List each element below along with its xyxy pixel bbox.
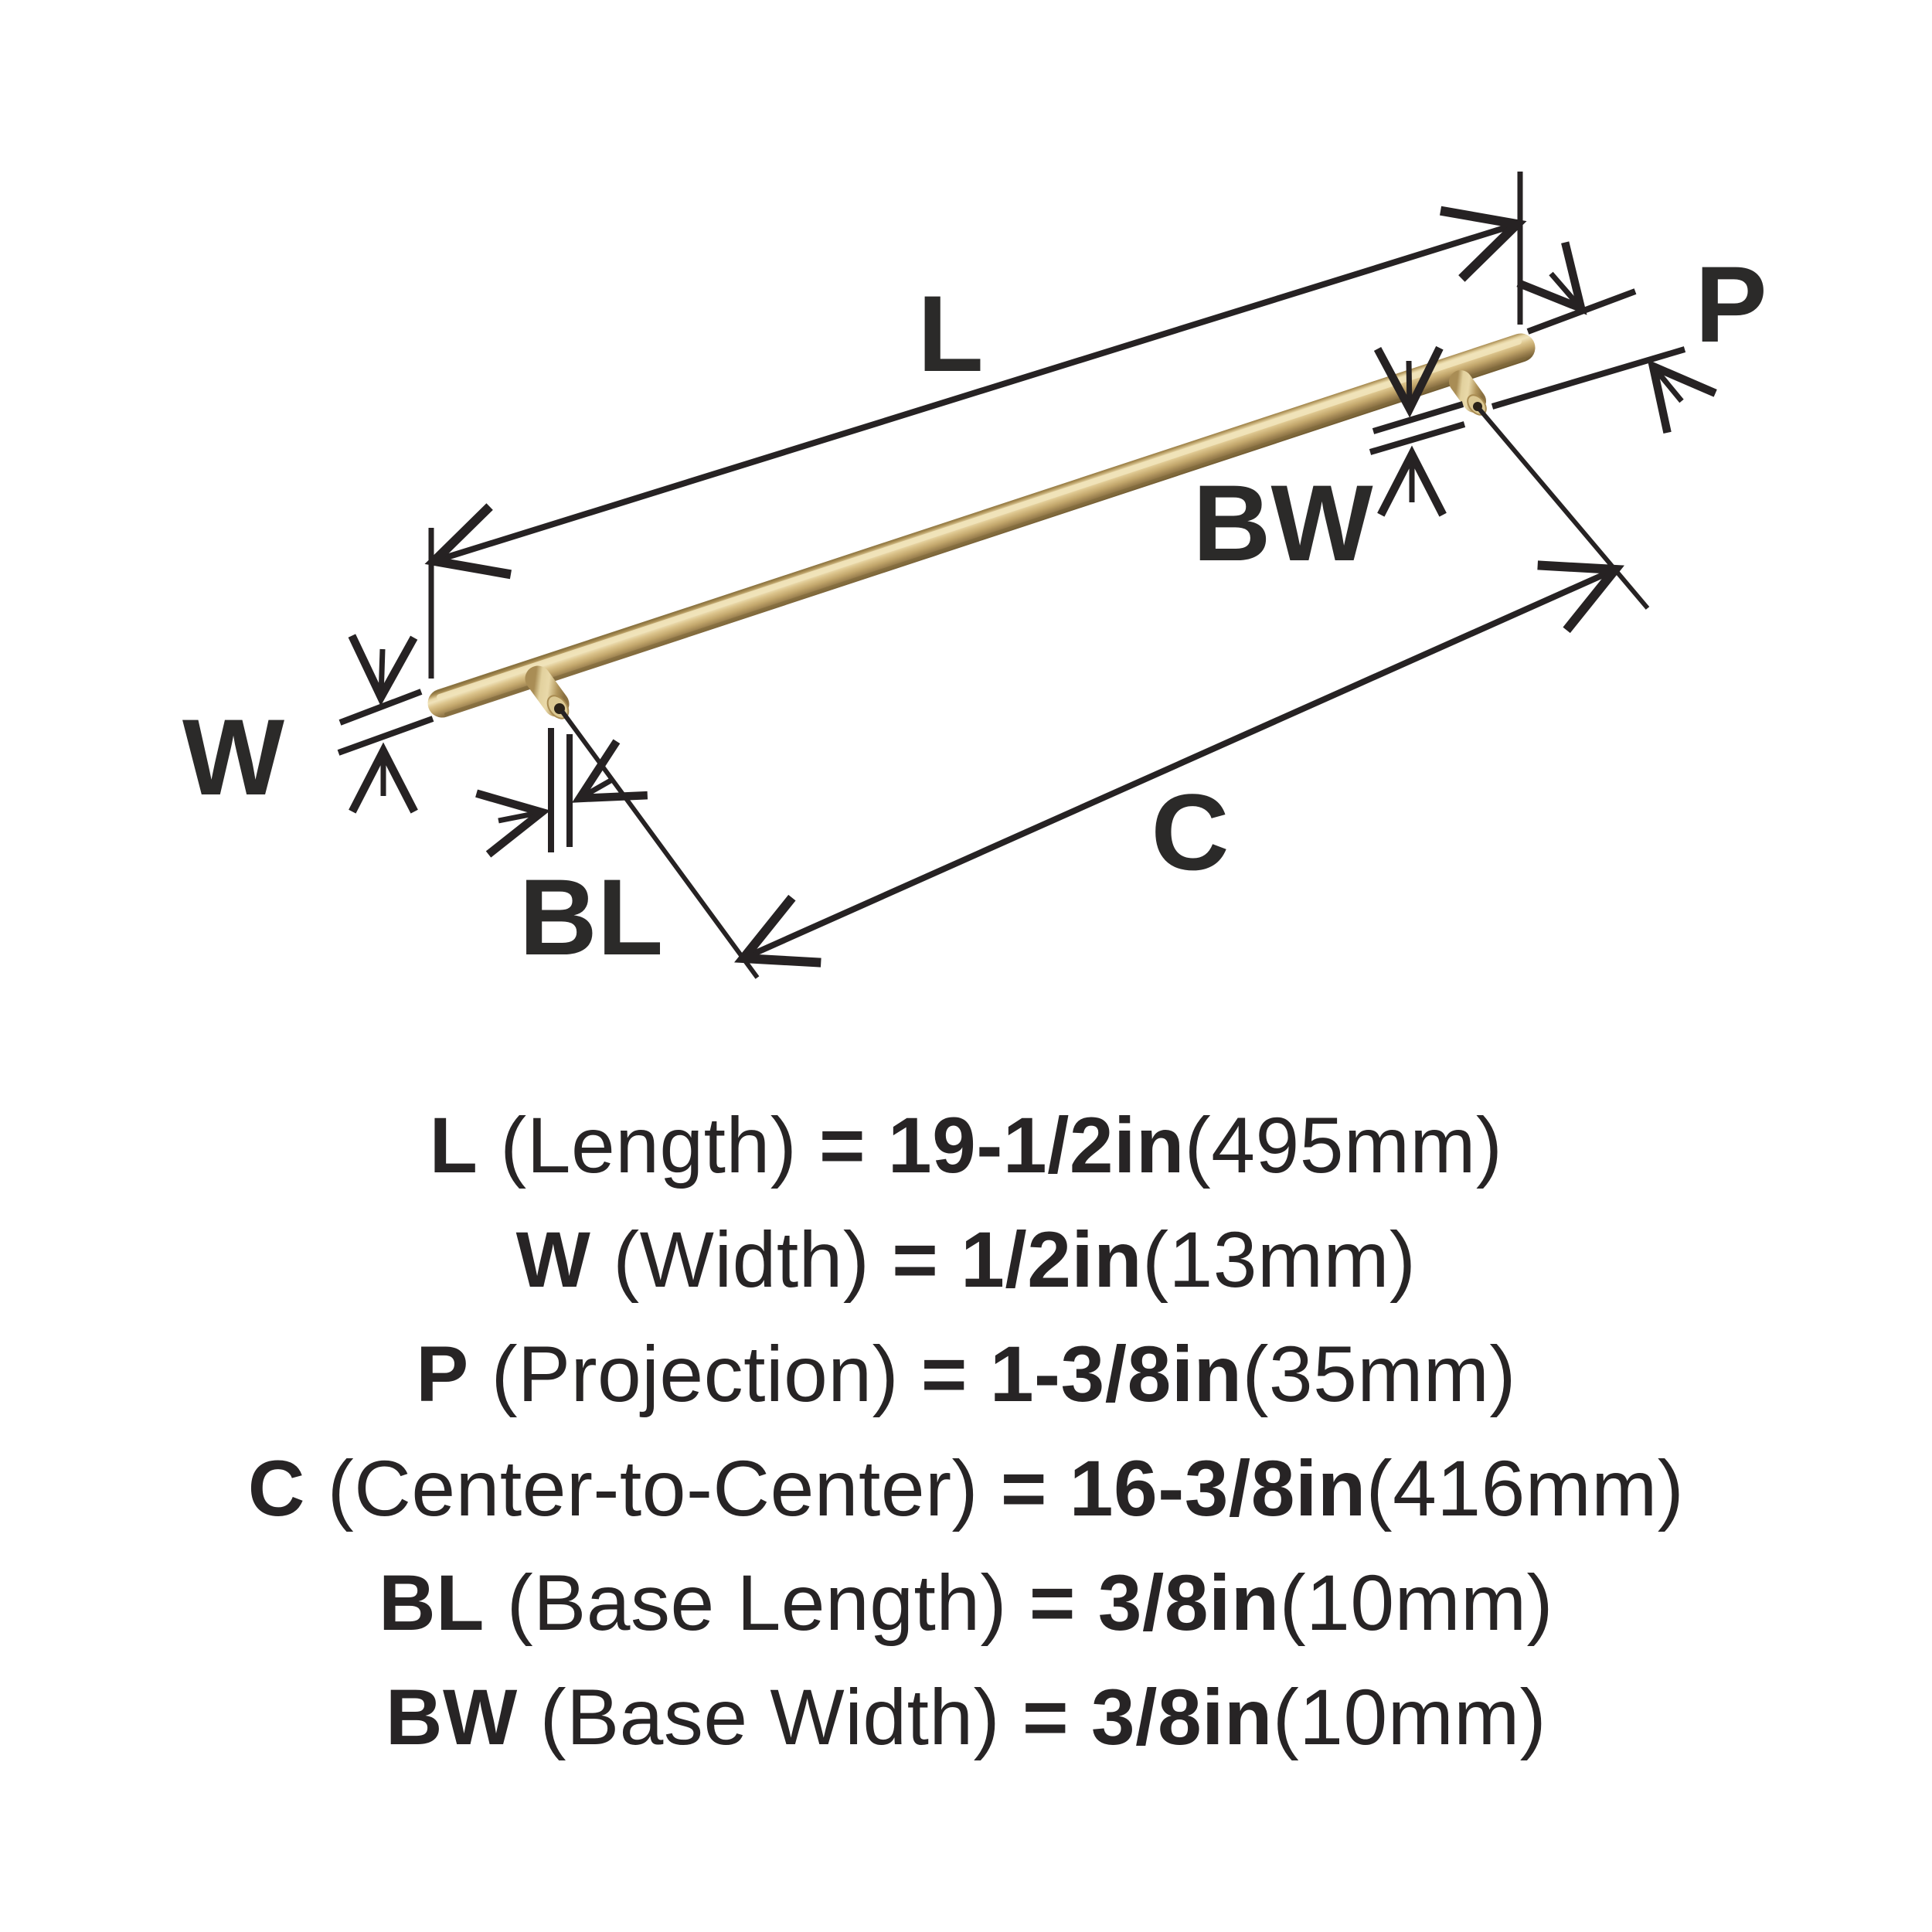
spec-metric: (10mm) — [1279, 1559, 1554, 1647]
spec-value: = 19-1/2in — [819, 1101, 1185, 1189]
spec-value: = 3/8in — [1022, 1673, 1273, 1761]
base-width-gauge-top — [1372, 401, 1464, 434]
spec-metric: (416mm) — [1366, 1444, 1685, 1532]
spec-label: W — [515, 1216, 591, 1304]
dimension-base-width: BW — [1192, 345, 1466, 583]
center-dimension-line — [734, 560, 1624, 968]
label-base-width: BW — [1192, 462, 1372, 583]
spec-desc: (Width) — [590, 1216, 893, 1304]
spec-value: = 16-3/8in — [1000, 1444, 1366, 1532]
spec-desc: (Base Width) — [517, 1673, 1022, 1761]
spec-label: C — [247, 1444, 305, 1532]
spec-desc: (Center-to-Center) — [304, 1444, 1001, 1532]
width-arrow-down — [348, 634, 418, 706]
spec-label: BL — [378, 1559, 485, 1647]
projection-arrow-upper — [1516, 241, 1587, 315]
dimension-center-to-center: C — [560, 407, 1650, 979]
dimension-base-length: BL — [475, 728, 664, 978]
length-dimension-line — [424, 206, 1527, 580]
label-length: L — [917, 273, 984, 394]
spec-label: BW — [385, 1673, 518, 1761]
projection-gauge-top — [1526, 288, 1637, 335]
center-leader-right — [1477, 407, 1650, 610]
spec-line-base-length: BL (Base Length) = 3/8in(10mm) — [0, 1546, 1932, 1660]
spec-line-width: W (Width) = 1/2in(13mm) — [0, 1202, 1932, 1317]
spec-metric: (10mm) — [1272, 1673, 1547, 1761]
spec-line-length: L (Length) = 19-1/2in(495mm) — [0, 1088, 1932, 1202]
spec-line-center-to-center: C (Center-to-Center) = 16-3/8in(416mm) — [0, 1431, 1932, 1546]
label-width: W — [182, 696, 284, 818]
dimension-width: W — [182, 634, 434, 818]
dimension-spec-list: L (Length) = 19-1/2in(495mm) W (Width) =… — [0, 1088, 1932, 1774]
spec-value: = 3/8in — [1029, 1559, 1280, 1647]
base-length-arrow-left — [475, 789, 551, 858]
label-projection: P — [1695, 243, 1767, 365]
spec-value: = 1-3/8in — [920, 1330, 1243, 1418]
dimension-projection: P — [1491, 241, 1767, 434]
projection-gauge-bottom — [1491, 346, 1686, 410]
dimension-length: L — [424, 172, 1527, 679]
label-base-length: BL — [519, 856, 664, 978]
base-width-arrow-down — [1373, 345, 1444, 418]
spec-desc: (Base Length) — [484, 1559, 1029, 1647]
spec-label: L — [429, 1101, 478, 1189]
label-center-to-center: C — [1151, 771, 1229, 893]
spec-metric: (495mm) — [1184, 1101, 1503, 1189]
width-gauge-bottom — [337, 716, 434, 756]
spec-desc: (Length) — [478, 1101, 820, 1189]
base-length-arrow-right — [572, 739, 648, 803]
projection-arrow-lower — [1647, 359, 1717, 434]
spec-label: P — [416, 1330, 469, 1418]
spec-line-projection: P (Projection) = 1-3/8in(35mm) — [0, 1317, 1932, 1431]
spec-value: = 1/2in — [892, 1216, 1143, 1304]
spec-desc: (Projection) — [468, 1330, 921, 1418]
spec-metric: (35mm) — [1242, 1330, 1516, 1418]
spec-line-base-width: BW (Base Width) = 3/8in(10mm) — [0, 1660, 1932, 1774]
spec-metric: (13mm) — [1142, 1216, 1417, 1304]
